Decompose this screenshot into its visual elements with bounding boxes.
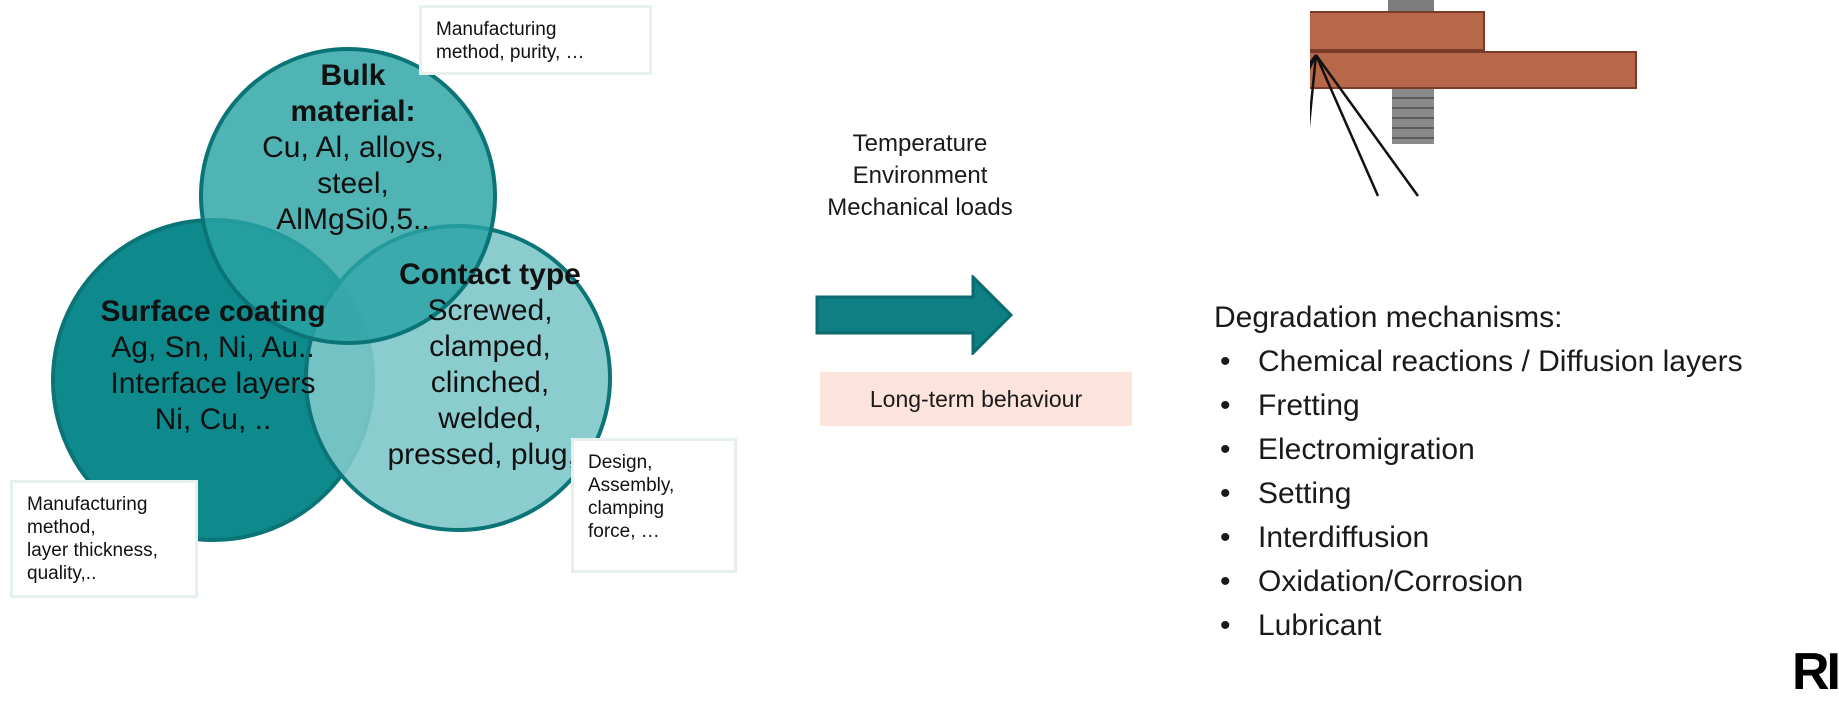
bullet-icon: • (1220, 609, 1231, 642)
bullet-icon: • (1220, 433, 1231, 466)
degradation-mechanisms: Degradation mechanisms: • Chemical reacti… (1214, 296, 1743, 648)
bulk-note-line: Manufacturing (436, 19, 557, 40)
contact-type-text: Contact type Screwed, clamped, clinched,… (385, 257, 595, 473)
bullet-icon: • (1220, 389, 1231, 422)
surface-coating-line: Ni, Cu, .. (154, 403, 272, 436)
contact-note-line: force, … (588, 521, 660, 542)
ri-logo: RI. (1792, 643, 1839, 701)
bolt-thread-lines (1392, 97, 1434, 139)
bolt-head (1388, 0, 1434, 14)
bulk-note: Manufacturing method, purity, … (419, 5, 652, 75)
bulk-material-line: Cu, Al, alloys, (262, 131, 444, 164)
bulk-material-text: Bulk material: Cu, Al, alloys, steel, Al… (248, 58, 458, 238)
bullet-icon: • (1220, 521, 1231, 554)
bolt-shank (1392, 88, 1434, 144)
busbar-upper (1310, 11, 1485, 51)
mechanism-label: Oxidation/Corrosion (1258, 565, 1524, 598)
long-term-behaviour-label: Long-term behaviour (820, 372, 1132, 426)
list-item: • Fretting (1214, 384, 1743, 428)
contact-type-heading: Contact type (399, 258, 581, 291)
busbar-joint-illustration (1310, 0, 1637, 197)
list-item: • Setting (1214, 472, 1743, 516)
bulk-material-line: steel, (317, 167, 389, 200)
right-arrow-icon (815, 275, 1014, 355)
factor-environment: Environment (852, 162, 988, 189)
contact-note-line: Assembly, (588, 475, 675, 496)
list-item: • Lubricant (1214, 604, 1743, 648)
contact-type-line: welded, (438, 402, 542, 435)
contact-type-line: pressed, plug,.. (387, 438, 593, 471)
surface-note-line: Manufacturing (27, 494, 148, 515)
venn-diagram (51, 47, 612, 542)
mechanism-list: • Chemical reactions / Diffusion layers •… (1214, 340, 1743, 648)
mechanism-label: Chemical reactions / Diffusion layers (1258, 345, 1743, 378)
bullet-icon: • (1220, 477, 1231, 510)
contact-type-line: clamped, (429, 330, 551, 363)
factor-mechanical-loads: Mechanical loads (827, 194, 1013, 221)
bulk-material-heading-2: material: (290, 95, 416, 128)
degradation-mechanisms-title: Degradation mechanisms: (1214, 301, 1563, 334)
list-item: • Interdiffusion (1214, 516, 1743, 560)
contact-type-line: clinched, (430, 366, 550, 399)
surface-coating-text: Surface coating Ag, Sn, Ni, Au.. Interfa… (88, 294, 338, 438)
surface-coating-line: Ag, Sn, Ni, Au.. (111, 331, 315, 364)
surface-note-line: layer thickness, (27, 540, 158, 561)
mechanism-label: Electromigration (1258, 433, 1475, 466)
contact-note-line: clamping (588, 498, 665, 519)
mechanism-label: Lubricant (1258, 609, 1382, 642)
factor-temperature: Temperature (852, 130, 988, 157)
bulk-material-line: AlMgSi0,5.. (276, 203, 430, 236)
busbar-lower (1310, 51, 1637, 89)
list-item: • Oxidation/Corrosion (1214, 560, 1743, 604)
contact-note: Design, Assembly, clamping force, … (571, 438, 737, 573)
mechanism-label: Fretting (1258, 389, 1360, 422)
contact-note-line: Design, (588, 452, 653, 473)
contact-type-line: Screwed, (427, 294, 553, 327)
surface-coating-line: Interface layers (110, 367, 316, 400)
bullet-icon: • (1220, 565, 1231, 598)
surface-note: Manufacturing method, layer thickness, q… (10, 480, 198, 598)
bulk-material-circle (199, 47, 497, 345)
surface-note-line: quality,.. (27, 563, 97, 584)
list-item: • Electromigration (1214, 428, 1743, 472)
current-lines (1310, 54, 1420, 197)
list-item: • Chemical reactions / Diffusion layers (1214, 340, 1743, 384)
bulk-material-heading: Bulk (320, 59, 386, 92)
mechanism-label: Interdiffusion (1258, 521, 1430, 554)
mechanism-label: Setting (1258, 477, 1352, 510)
bulk-note-line: method, purity, … (436, 42, 585, 63)
bullet-icon: • (1220, 345, 1231, 378)
surface-coating-heading: Surface coating (100, 295, 326, 328)
surface-note-line: method, (27, 517, 96, 538)
stress-factors: Temperature Environment Mechanical loads (800, 128, 1040, 224)
